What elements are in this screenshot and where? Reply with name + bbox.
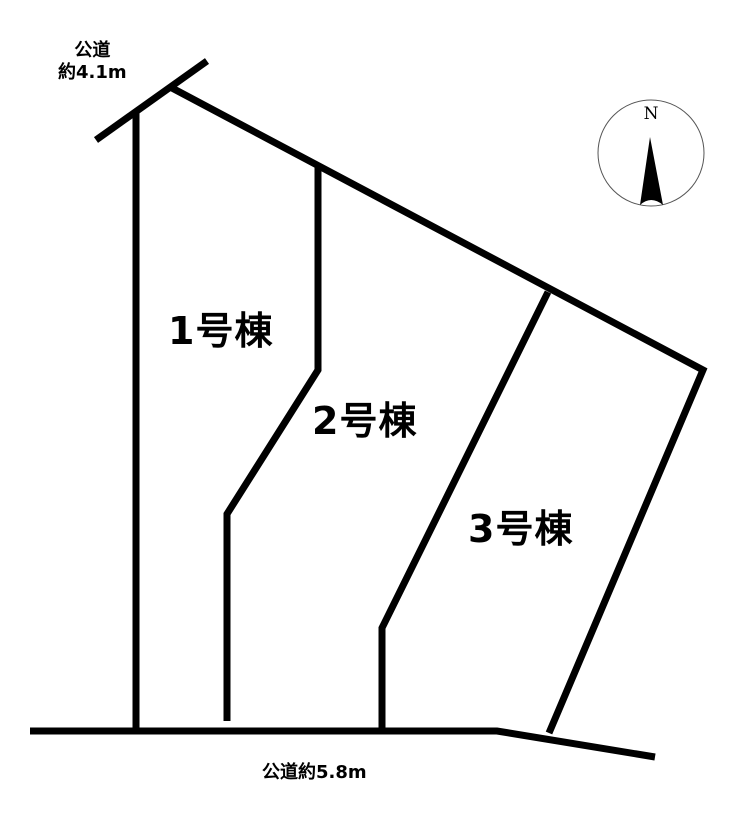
north-arrow-icon: N: [597, 99, 705, 207]
lot-1-label: 1号棟: [168, 309, 274, 353]
divider-lot2-lot3: [378, 290, 552, 731]
north-compass: N: [597, 99, 705, 207]
north-label: N: [644, 104, 659, 124]
bottom-road-label: 公道約5.8m: [262, 762, 367, 783]
bottom-road-line: [30, 727, 656, 761]
lot-2-label: 2号棟: [312, 399, 418, 443]
top-right-boundary: [170, 84, 708, 735]
divider-lot1-lot2: [223, 165, 322, 721]
top-road-width: 約4.1m: [58, 62, 127, 83]
lot-3-label: 3号棟: [468, 507, 574, 551]
top-road-name: 公道: [74, 40, 111, 61]
top-road-line: [93, 58, 210, 143]
top-road-label: 公道 約4.1m: [58, 40, 127, 84]
